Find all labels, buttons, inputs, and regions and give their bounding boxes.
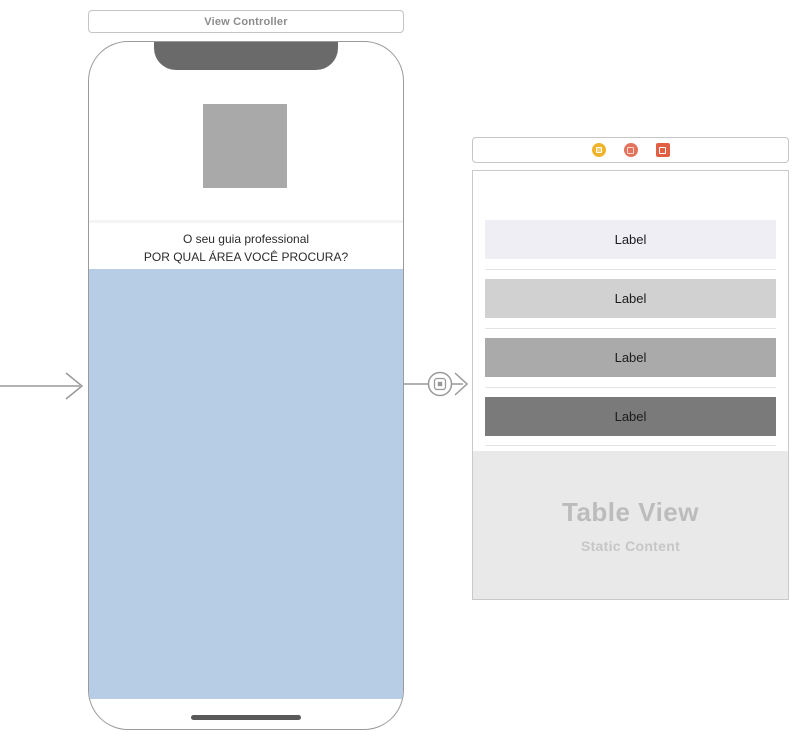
view-controller-icon[interactable] bbox=[591, 143, 606, 157]
blue-content-view[interactable] bbox=[89, 269, 403, 699]
table-view-subtitle: Static Content bbox=[580, 537, 681, 554]
table-row[interactable]: Label bbox=[485, 279, 776, 318]
heading-label-1[interactable]: O seu guia professional bbox=[182, 232, 310, 246]
home-indicator-bar bbox=[191, 715, 301, 720]
scene-title: View Controller bbox=[204, 15, 288, 28]
view-controller-canvas[interactable]: O seu guia professional POR QUAL ÁREA VO… bbox=[88, 41, 404, 730]
row-separator bbox=[485, 328, 776, 329]
heading-label-2[interactable]: POR QUAL ÁREA VOCÊ PROCURA? bbox=[143, 250, 349, 264]
table-view-panel[interactable]: Label Label Label Label Table View Stati… bbox=[472, 170, 789, 600]
scene-title-bar[interactable]: View Controller bbox=[88, 10, 404, 33]
table-row[interactable]: Label bbox=[485, 338, 776, 377]
storyboard-entry-arrow[interactable] bbox=[0, 369, 90, 403]
phone-notch bbox=[154, 42, 338, 70]
row-separator bbox=[485, 445, 776, 446]
first-responder-icon[interactable] bbox=[623, 143, 638, 157]
segue-connector[interactable] bbox=[404, 368, 474, 402]
row-separator bbox=[485, 269, 776, 270]
table-row[interactable]: Label bbox=[485, 397, 776, 436]
table-view-footer: Table View Static Content bbox=[473, 451, 788, 599]
scene-dock-bar bbox=[472, 137, 789, 163]
table-view-title: Table View bbox=[562, 496, 699, 527]
row-separator bbox=[485, 387, 776, 388]
separator-line bbox=[89, 220, 403, 223]
table-row[interactable]: Label bbox=[485, 220, 776, 259]
exit-icon[interactable] bbox=[655, 143, 670, 157]
image-view-placeholder[interactable] bbox=[203, 104, 287, 188]
